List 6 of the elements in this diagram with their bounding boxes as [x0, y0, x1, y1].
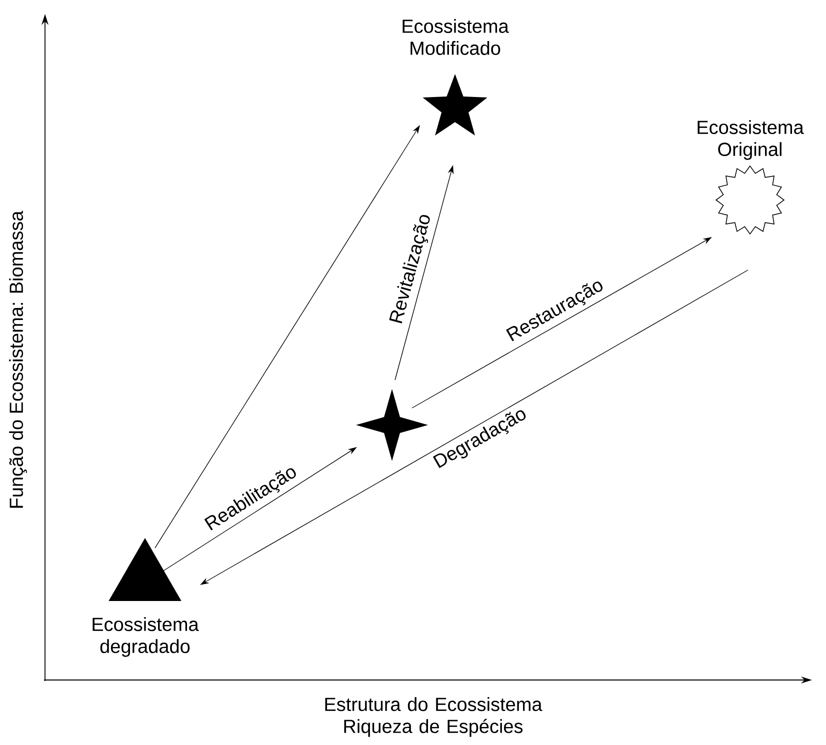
node-label: Ecossistema Modificado	[402, 19, 509, 55]
node-label: Ecossistema Original	[698, 120, 804, 160]
four-point-star	[356, 389, 428, 461]
axis-label: Função do Ecossistema: Biomassa	[9, 210, 27, 508]
axis-label: Estrutura do Ecossistema Riqueza de Espécies	[325, 697, 542, 737]
node-label: Ecossistema degradado	[92, 617, 199, 657]
